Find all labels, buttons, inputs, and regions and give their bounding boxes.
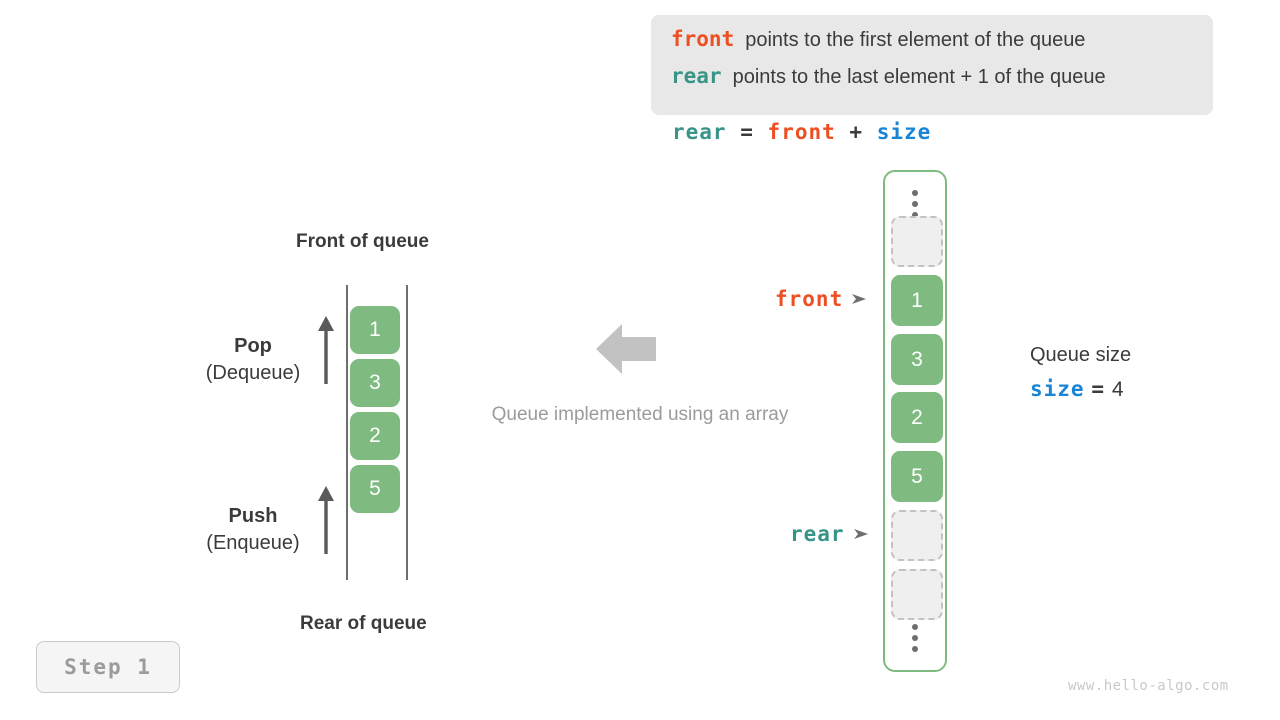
stack-cell: 1 — [350, 306, 400, 354]
implemented-left-arrow-icon — [596, 322, 656, 381]
array-cell-filled: 1 — [891, 275, 943, 326]
legend-text-front: points to the first element of the queue — [745, 29, 1086, 51]
pop-title: Pop — [234, 335, 272, 357]
size-equals: = — [1091, 377, 1106, 401]
rear-pointer-label: rear — [790, 522, 870, 546]
push-up-arrow-icon — [316, 486, 336, 554]
push-title: Push — [228, 505, 278, 527]
front-pointer-label: front — [775, 287, 868, 311]
formula-rhs-size: size — [876, 120, 932, 144]
size-value: 4 — [1111, 378, 1125, 401]
push-subtitle: (Enqueue) — [206, 532, 300, 554]
watermark: www.hello-algo.com — [1068, 678, 1229, 694]
formula-equals: = — [740, 120, 754, 144]
legend-box: front points to the first element of the… — [651, 15, 1213, 115]
formula-lhs: rear — [672, 120, 727, 144]
push-operation-label: Push (Enqueue) — [178, 505, 328, 555]
array-cell-empty — [891, 510, 943, 561]
implemented-caption: Queue implemented using an array — [491, 404, 789, 425]
stack-cell: 5 — [350, 465, 400, 513]
rear-of-queue-label: Rear of queue — [300, 613, 427, 634]
queue-rail-left — [346, 285, 348, 580]
array-cell-filled: 2 — [891, 392, 943, 443]
size-variable-name: size — [1030, 377, 1085, 401]
queue-size-title: Queue size — [1030, 344, 1132, 366]
rear-pointer-name: rear — [790, 522, 845, 546]
front-of-queue-label: Front of queue — [296, 231, 429, 252]
array-cell-filled: 5 — [891, 451, 943, 502]
formula-rear-equals-front-plus-size: rear = front + size — [672, 120, 931, 144]
pop-up-arrow-icon — [316, 316, 336, 384]
queue-size-expression: size = 4 — [1030, 377, 1131, 402]
front-pointer-name: front — [775, 287, 844, 311]
formula-plus: + — [849, 120, 864, 144]
pointer-arrow-icon — [852, 294, 867, 304]
legend-line-front: front points to the first element of the… — [671, 27, 1193, 64]
array-cell-filled: 3 — [891, 334, 943, 385]
legend-keyword-front: front — [671, 27, 735, 51]
legend-line-rear: rear points to the last element + 1 of t… — [671, 64, 1193, 101]
ellipsis-bottom-icon — [885, 624, 945, 652]
queue-size-info: Queue size size = 4 — [1030, 344, 1131, 402]
queue-rail-right — [406, 285, 408, 580]
pop-operation-label: Pop (Dequeue) — [178, 335, 328, 385]
array-cell-empty — [891, 569, 943, 620]
formula-rhs-front: front — [767, 120, 836, 144]
step-badge: Step 1 — [36, 641, 180, 693]
ellipsis-top-icon — [885, 190, 945, 218]
stack-cell: 2 — [350, 412, 400, 460]
pointer-arrow-icon — [853, 529, 868, 539]
legend-text-rear: points to the last element + 1 of the qu… — [732, 66, 1106, 88]
legend-keyword-rear: rear — [671, 64, 722, 88]
array-container: 1 3 2 5 — [883, 170, 947, 672]
pop-subtitle: (Dequeue) — [205, 362, 301, 384]
stack-cell: 3 — [350, 359, 400, 407]
array-cell-empty — [891, 216, 943, 267]
